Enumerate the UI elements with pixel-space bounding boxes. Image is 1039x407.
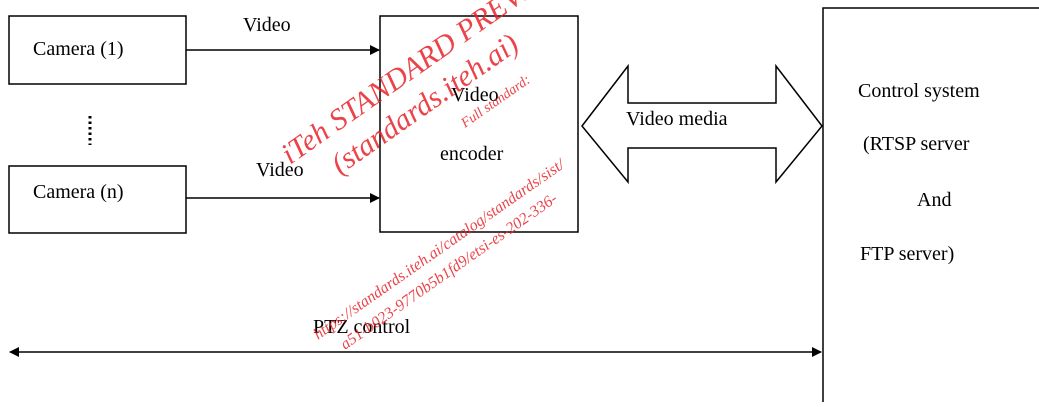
encoder-label-line1: Video <box>451 84 499 106</box>
control-label-line2: (RTSP server <box>863 133 970 155</box>
video-arrow-bottom: Video <box>186 159 380 203</box>
watermark: iTeh STANDARD PREVIEW (standards.iteh.ai… <box>275 0 575 353</box>
video-media-label: Video media <box>626 108 728 130</box>
ptz-control-arrow: PTZ control <box>9 316 822 357</box>
video-bottom-label: Video <box>256 159 304 181</box>
camera-n-label: Camera (n) <box>33 181 124 203</box>
control-label-line3: And <box>917 189 951 211</box>
video-top-label: Video <box>243 14 291 36</box>
camera-1-label: Camera (1) <box>33 38 124 60</box>
control-label-line1: Control system <box>858 80 980 102</box>
camera-1-node: Camera (1) <box>8 15 187 85</box>
control-system-node: Control system (RTSP server And FTP serv… <box>822 7 1039 402</box>
control-label-line4: FTP server) <box>860 243 954 265</box>
encoder-label-line2: encoder <box>440 143 504 165</box>
video-encoder-node: Video encoder <box>379 15 579 233</box>
ptz-control-label: PTZ control <box>313 316 411 338</box>
video-arrow-top: Video <box>186 14 380 55</box>
camera-n-node: Camera (n) <box>8 165 187 234</box>
video-media-double-arrow: Video media <box>581 63 823 185</box>
watermark-line5: a51-b023-9770b5b1fd9/etsi-es-202-336- <box>338 190 561 353</box>
watermark-line4: https://standards.iteh.ai/catalog/standa… <box>311 155 569 343</box>
